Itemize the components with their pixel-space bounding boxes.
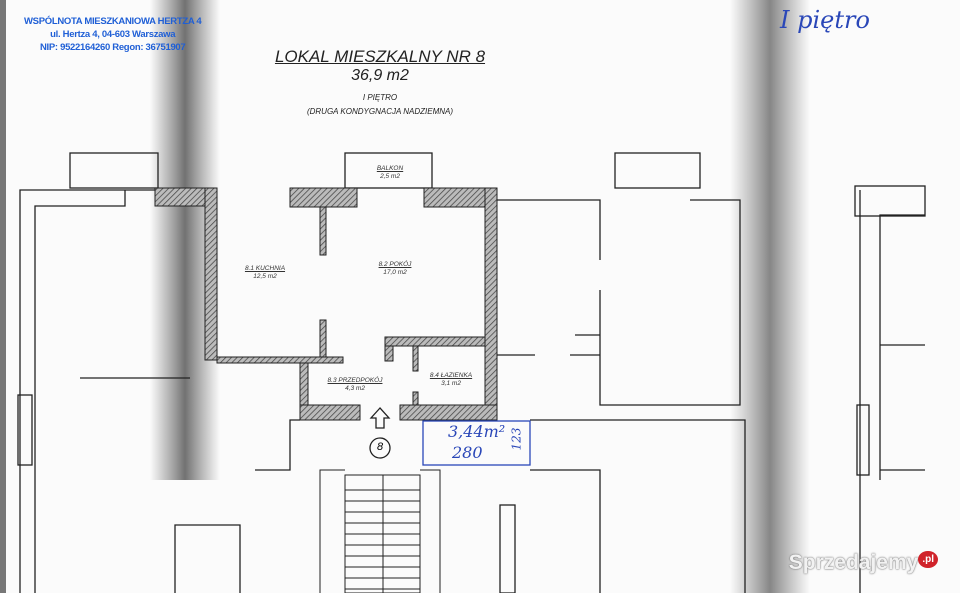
- handwritten-floor-note: I piętro: [780, 6, 870, 34]
- stairs: [319, 469, 441, 593]
- handwritten-depth: 123: [509, 427, 524, 451]
- surrounding-walls: [17, 152, 926, 593]
- stamp-line: WSPÓLNOTA MIESZKANIOWA HERTZA 4: [24, 16, 202, 27]
- unit-title: LOKAL MIESZKALNY NR 8: [274, 47, 486, 66]
- housing-association-stamp: WSPÓLNOTA MIESZKANIOWA HERTZA 4 ul. Hert…: [24, 15, 202, 54]
- stamp-line: ul. Hertza 4, 04-603 Warszawa: [50, 29, 176, 40]
- entrance-arrow-icon: [369, 407, 391, 459]
- handwritten-storage-area: 3,44m²: [448, 422, 506, 441]
- floor-description: (DRUGA KONDYGNACJA NADZIEMNA): [306, 107, 454, 116]
- balcony-outline: [344, 152, 433, 189]
- entrance-number: 8: [376, 441, 384, 453]
- scan-smudges: [0, 0, 810, 593]
- storage-box-annotation: [422, 420, 531, 466]
- apartment-walls: [154, 187, 498, 421]
- handwritten-width: 280: [452, 443, 483, 462]
- stamp-line: NIP: 9522164260 Regon: 36751907: [39, 42, 186, 53]
- floor-label: I PIĘTRO: [362, 93, 398, 102]
- watermark-logo: Sprzedajemy.pl: [789, 551, 938, 575]
- unit-area: 36,9 m2: [351, 67, 409, 84]
